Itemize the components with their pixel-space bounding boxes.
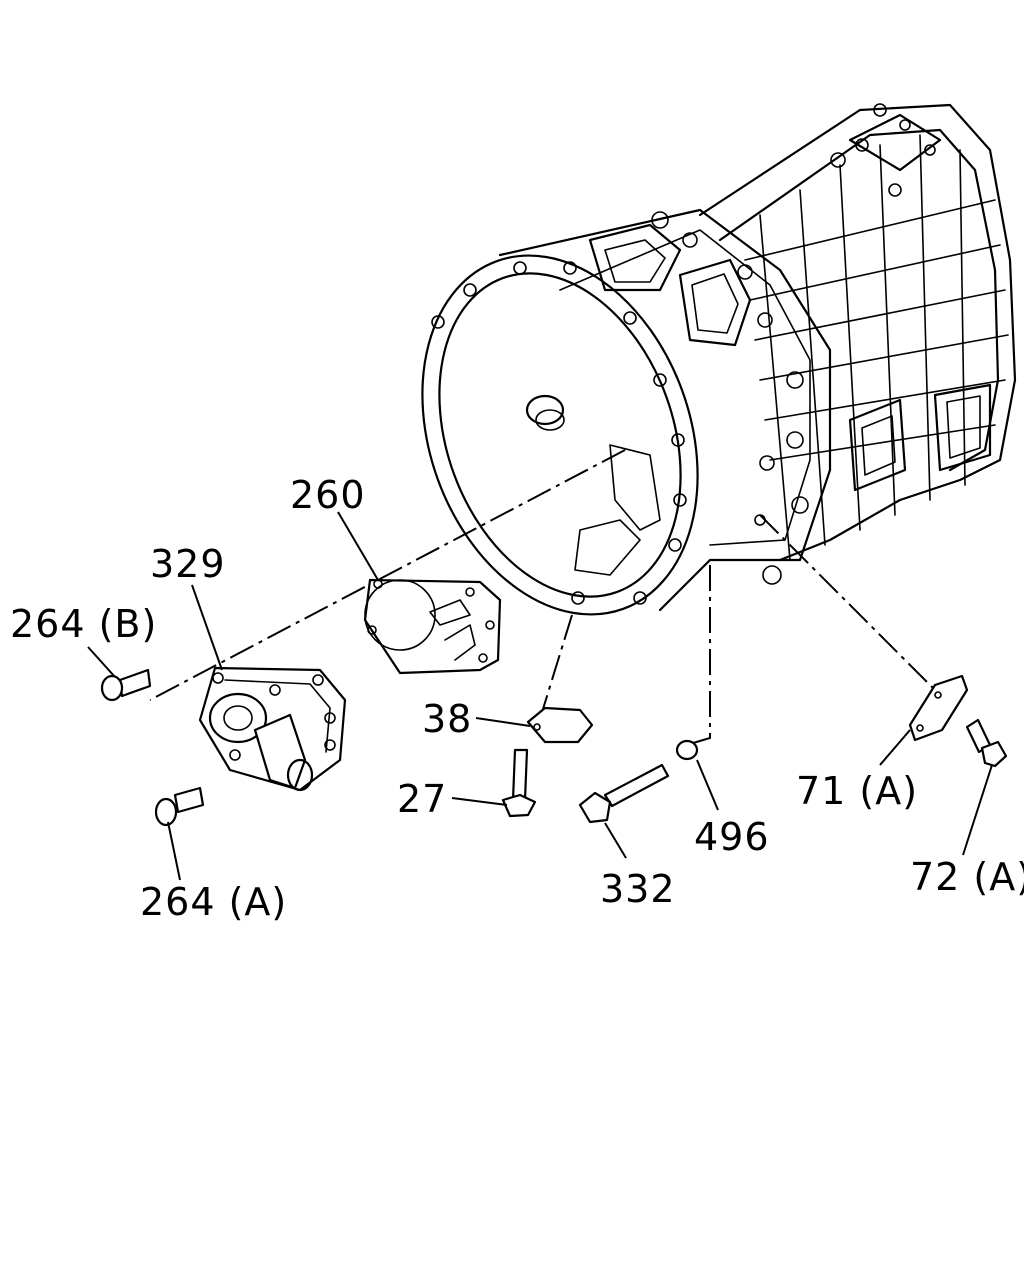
label-496: 496 — [694, 815, 770, 859]
leader-lines — [87, 511, 993, 881]
label-264b: 264 (B) — [10, 602, 158, 646]
clutch-housing — [421, 208, 832, 616]
label-71a: 71 (A) — [796, 769, 919, 813]
pin-332 — [578, 763, 670, 824]
label-72a: 72 (A) — [910, 855, 1024, 899]
label-38: 38 — [422, 697, 473, 741]
bolt-264a — [154, 786, 205, 827]
bolt-264b — [100, 668, 152, 702]
label-260: 260 — [290, 473, 366, 517]
bolt-27 — [501, 748, 537, 818]
label-332: 332 — [600, 867, 676, 911]
transmission-case — [698, 103, 1017, 562]
gasket-260 — [363, 578, 502, 675]
label-329: 329 — [150, 542, 226, 586]
label-27: 27 — [397, 777, 448, 821]
oring-496 — [675, 739, 699, 761]
plate-38 — [526, 706, 594, 744]
bolt-72a — [965, 718, 1008, 768]
housing-329 — [198, 666, 347, 792]
cover-71a — [908, 674, 969, 742]
label-264a: 264 (A) — [140, 880, 288, 924]
